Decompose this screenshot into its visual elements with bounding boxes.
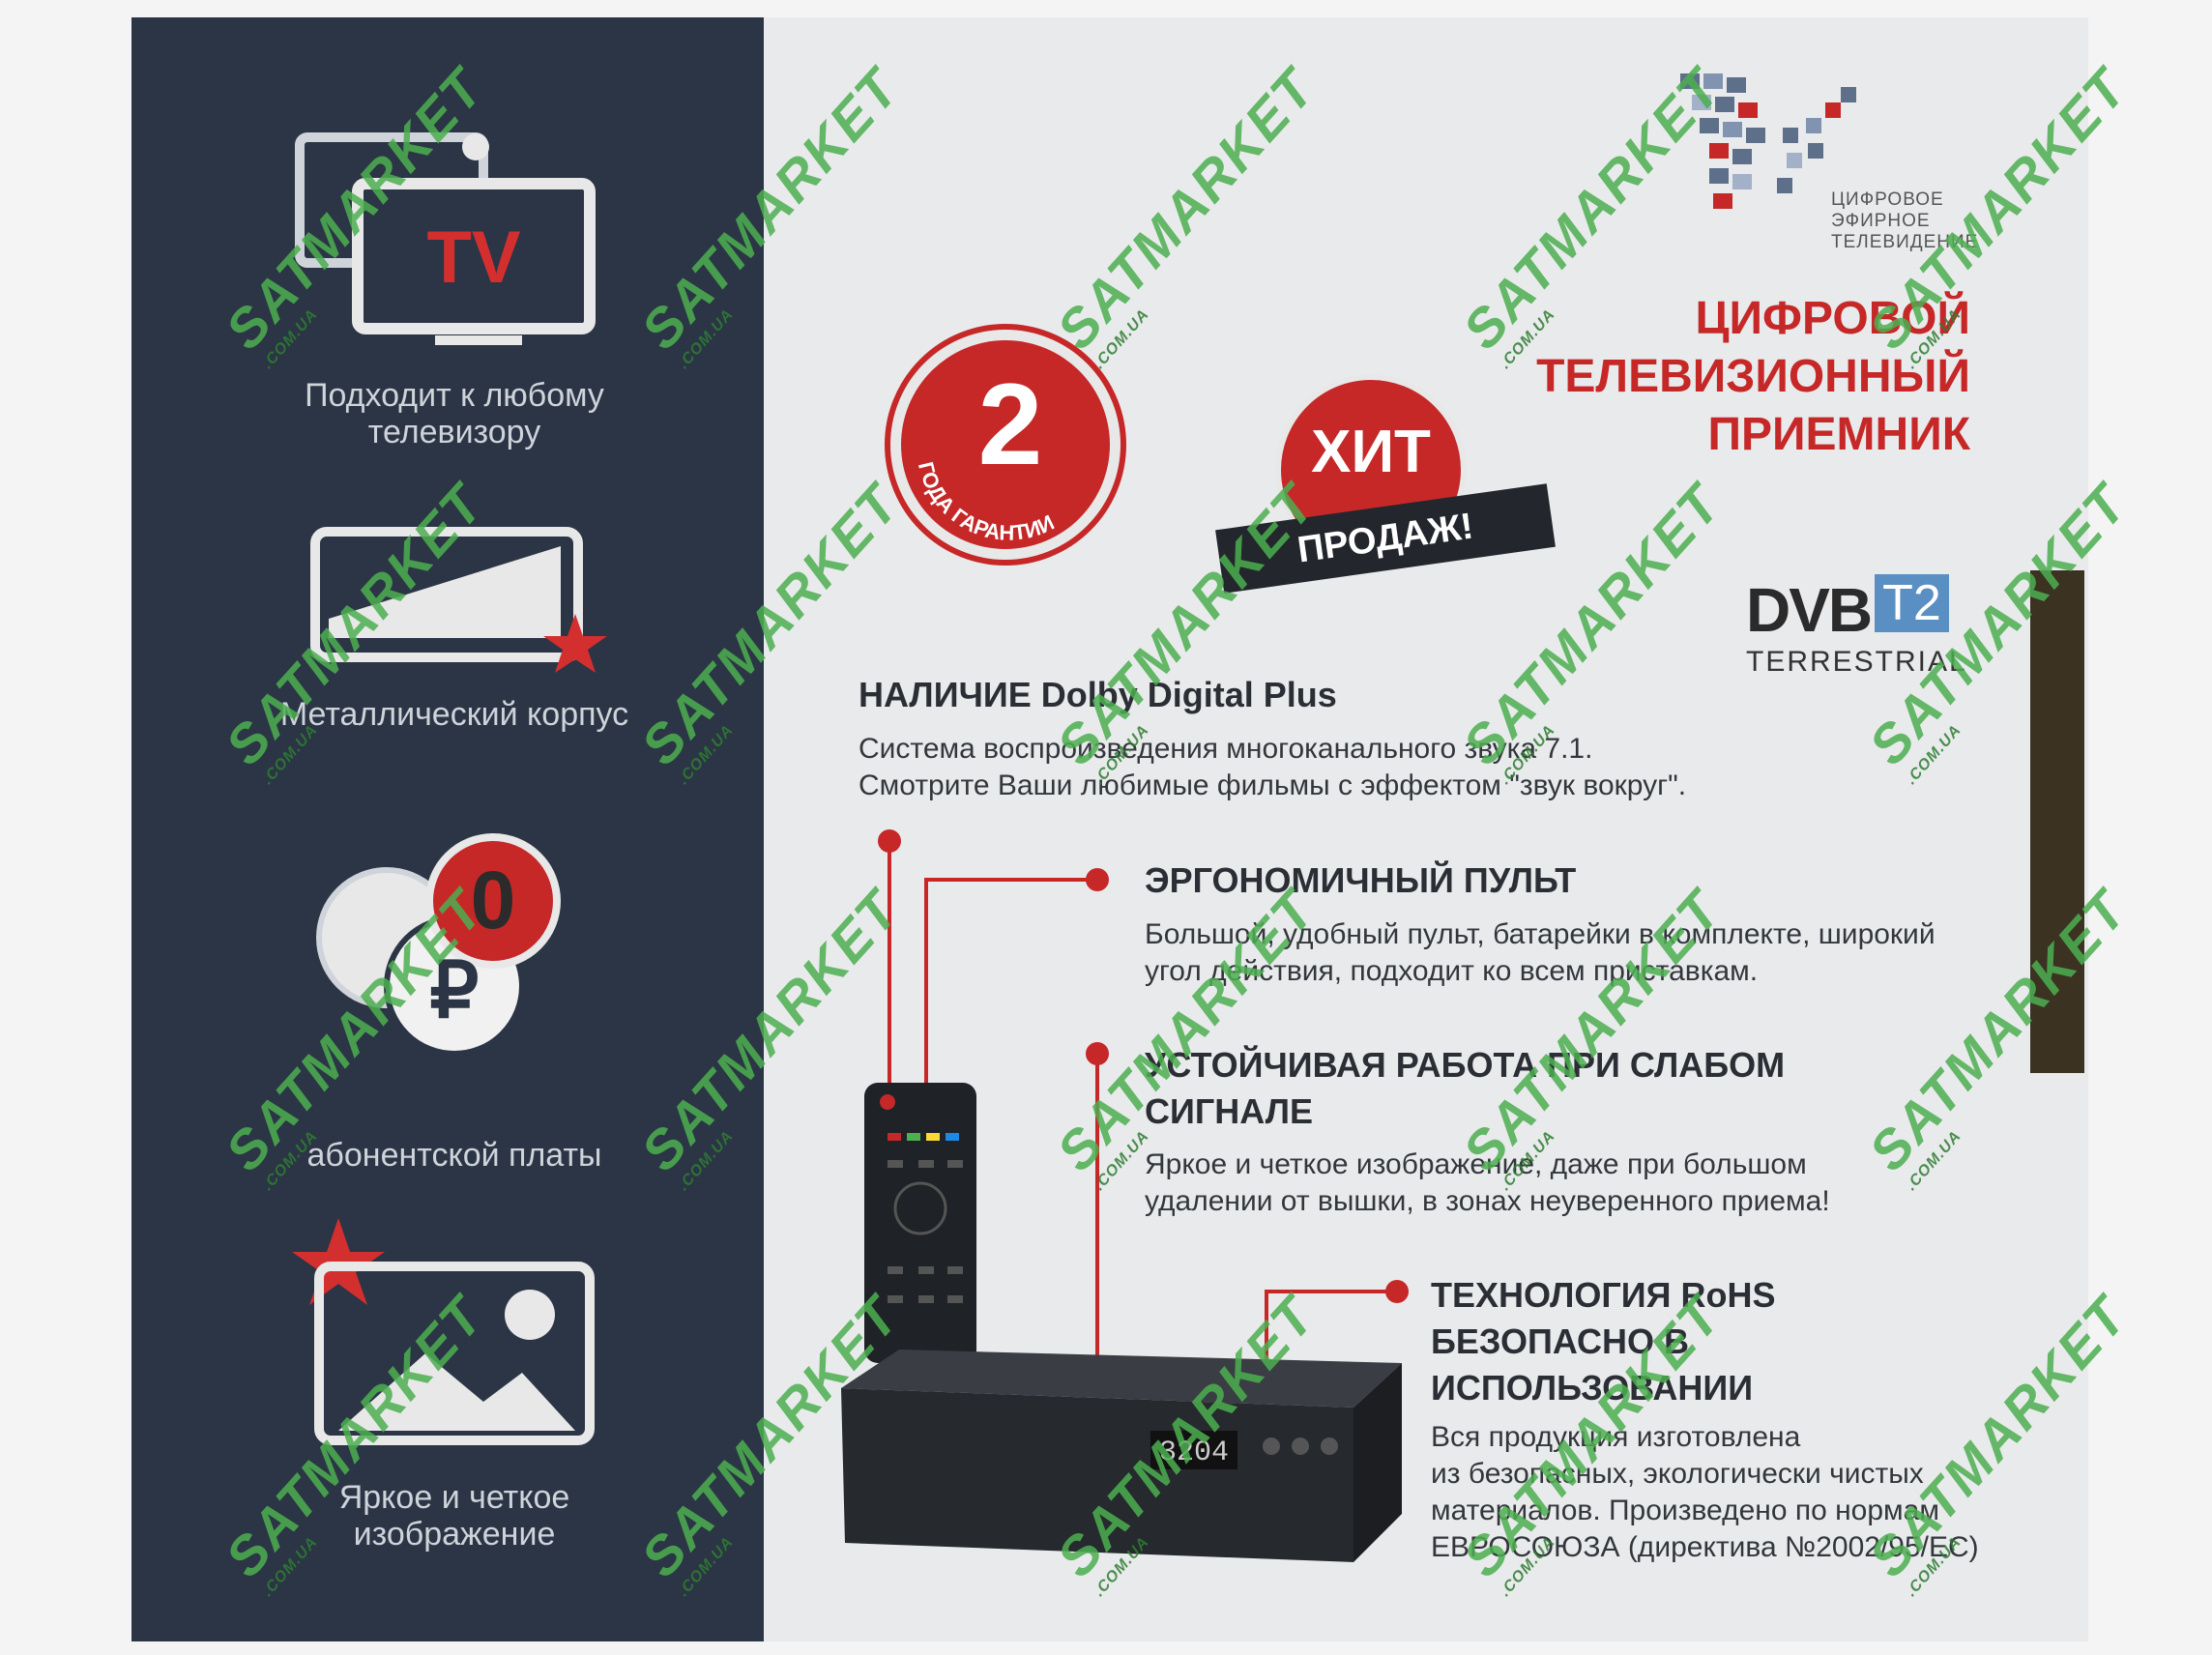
section-remote-head: ЭРГОНОМИЧНЫЙ ПУЛЬТ	[1145, 860, 1577, 900]
dvb-t2-text: T2	[1875, 574, 1949, 632]
section-signal-line-1: Яркое и четкое изображение, даже при бол…	[1145, 1148, 1807, 1180]
feature-label-fee: абонентской платы	[306, 1137, 602, 1174]
section-dolby-line-2: Смотрите Ваши любимые фильмы с эффектом …	[859, 769, 1687, 801]
section-rohs-line-4: ЕВРОСОЮЗА (директива №2002/95/ЕС)	[1431, 1531, 1979, 1563]
zero-fee-coins-icon: 0 ₽	[316, 833, 561, 1057]
section-signal-head-2: СИГНАЛЕ	[1145, 1091, 1313, 1131]
dvb-terrestrial-text: TERRESTRIAL	[1746, 646, 1967, 678]
coin-ruble-text: ₽	[430, 947, 480, 1033]
brand-line-3: ТЕЛЕВИДЕНИЕ	[1831, 232, 1979, 252]
brand-text: ЦИФРОВОЕ ЭФИРНОЕ ТЕЛЕВИДЕНИЕ	[1831, 189, 1978, 253]
hit-top-text: ХИТ	[1311, 419, 1431, 485]
box-flap-right	[2030, 570, 2084, 1073]
feature-label-metal: Металлический корпус	[279, 696, 629, 733]
coin-zero-text: 0	[471, 855, 516, 945]
warranty-number: 2	[978, 360, 1043, 489]
tv-icon-text: TV	[426, 217, 520, 299]
section-rohs-head-3: ИСПОЛЬЗОВАНИИ	[1431, 1368, 1754, 1408]
brand-line-2: ЭФИРНОЕ	[1831, 211, 1931, 231]
section-remote-line-1: Большой, удобный пульт, батарейки в комп…	[1145, 918, 1936, 950]
metal-case-icon	[310, 527, 607, 673]
dvb-main-text: DVB	[1746, 575, 1873, 645]
section-rohs-head-1: ТЕХНОЛОГИЯ RoHS	[1431, 1275, 1776, 1315]
section-rohs-head: ТЕХНОЛОГИЯ RoHS БЕЗОПАСНО В ИСПОЛЬЗОВАНИ…	[1431, 1272, 1776, 1411]
warranty-badge: 2 ГОДА ГАРАНТИИ	[885, 324, 1126, 566]
remote-control-image	[864, 1083, 976, 1363]
section-signal-head: УСТОЙЧИВАЯ РАБОТА ПРИ СЛАБОМ СИГНАЛЕ	[1145, 1042, 1785, 1135]
section-rohs-head-2: БЕЗОПАСНО В	[1431, 1321, 1689, 1361]
section-remote-line-2: угол действия, подходит ко всем приставк…	[1145, 955, 1759, 987]
brand-line-1: ЦИФРОВОЕ	[1831, 189, 1944, 210]
callout-lines	[878, 829, 1409, 1363]
section-signal-line-2: удалении от вышки, в зонах неуверенного …	[1145, 1185, 1830, 1217]
section-signal-head-1: УСТОЙЧИВАЯ РАБОТА ПРИ СЛАБОМ	[1145, 1045, 1786, 1085]
title-line-2: ТЕЛЕВИЗИОННЫЙ	[1536, 351, 1970, 402]
section-dolby-line-1: Система воспроизведения многоканального …	[859, 733, 1593, 765]
picture-icon	[292, 1218, 595, 1445]
title-line-3: ПРИЕМНИК	[1707, 409, 1970, 460]
section-signal-body: Яркое и четкое изображение, даже при бол…	[1145, 1147, 1830, 1220]
set-top-box-image: 3204	[841, 1350, 1402, 1562]
section-remote-body: Большой, удобный пульт, батарейки в комп…	[1145, 916, 1936, 990]
section-dolby-head: НАЛИЧИЕ Dolby Digital Plus	[859, 675, 1337, 714]
tv-icon: TV	[295, 132, 596, 345]
feature-label-picture: Яркое и четкое изображение	[338, 1479, 570, 1553]
feature-label-tv: Подходит к любому телевизору	[305, 377, 604, 450]
digital-tv-butterfly-logo	[1680, 73, 1856, 209]
device-display-text: 3204	[1159, 1437, 1229, 1469]
section-rohs-line-2: из безопасных, экологически чистых	[1431, 1458, 1924, 1490]
title-line-1: ЦИФРОВОЙ	[1695, 293, 1970, 344]
section-rohs-body: Вся продукция изготовлена из безопасных,…	[1431, 1419, 1979, 1566]
section-rohs-line-3: материалов. Произведено по нормам	[1431, 1495, 1939, 1526]
section-dolby-body: Система воспроизведения многоканального …	[859, 731, 1686, 804]
section-rohs-line-1: Вся продукция изготовлена	[1431, 1421, 1801, 1453]
product-title: ЦИФРОВОЙ ТЕЛЕВИЗИОННЫЙ ПРИЕМНИК	[1536, 290, 1970, 464]
